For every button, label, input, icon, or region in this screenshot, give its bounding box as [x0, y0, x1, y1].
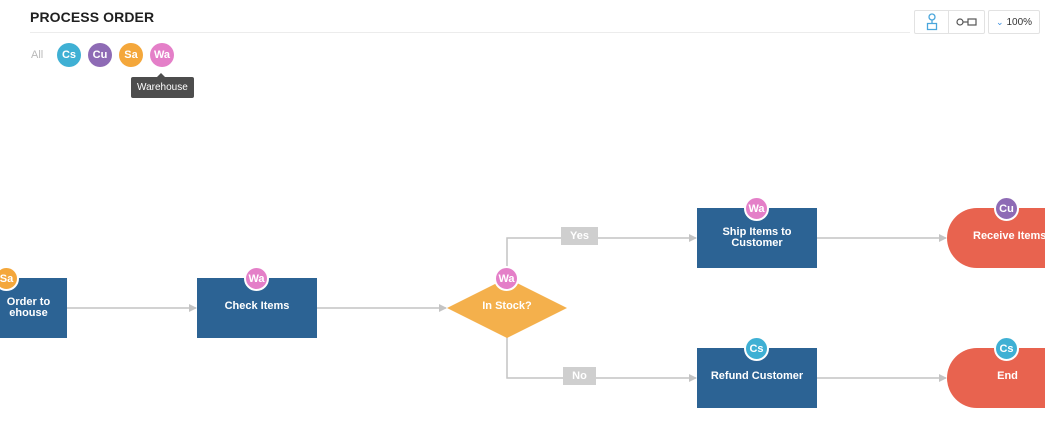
node-end-label: End [997, 369, 1018, 382]
link-view-button[interactable] [948, 11, 984, 33]
node-ship-items-label: Ship Items to Customer [697, 223, 817, 253]
role-badge-wa: Wa [244, 266, 269, 291]
filter-role-cu[interactable]: Cu [88, 43, 112, 67]
node-in-stock-label: In Stock? [482, 299, 532, 312]
node-refund-label: Refund Customer [710, 369, 804, 382]
filter-role-sa[interactable]: Sa [119, 43, 143, 67]
edge-label-yes: Yes [561, 227, 598, 245]
page-title: PROCESS ORDER [30, 9, 155, 25]
lane-view-icon [926, 13, 937, 31]
link-view-icon [955, 18, 977, 26]
node-receive-label: Receive Items [973, 229, 1045, 242]
edge-yes [506, 234, 697, 279]
node-end-shape[interactable] [947, 348, 1045, 408]
node-send-order-line2: ehouse [9, 307, 48, 319]
lane-view-button[interactable] [915, 11, 948, 33]
role-badge-wa: Wa [744, 196, 769, 221]
node-send-order-line1: Order to [6, 296, 51, 308]
role-tooltip: Warehouse [131, 73, 194, 98]
node-ship-items-line2: Customer [731, 237, 783, 249]
filter-role-cs[interactable]: Cs [57, 43, 81, 67]
view-toggle-group [914, 10, 985, 34]
zoom-value: 100% [1006, 16, 1033, 28]
title-divider [30, 32, 910, 33]
role-badge-wa: Wa [494, 266, 519, 291]
role-badge-sa: Sa [0, 266, 19, 291]
edge-label-no: No [563, 367, 596, 385]
filter-all[interactable]: All [31, 49, 44, 61]
role-badge-cu: Cu [994, 196, 1019, 221]
zoom-select[interactable]: ⌄ 100% [988, 10, 1040, 34]
role-badge-cs: Cs [994, 336, 1019, 361]
edge-no [506, 337, 697, 382]
chevron-down-icon: ⌄ [995, 16, 1004, 27]
node-in-stock-shape[interactable] [447, 278, 567, 338]
node-ship-items-line1: Ship Items to [722, 226, 792, 238]
node-check-items-label: Check Items [224, 299, 290, 312]
node-receive-shape[interactable] [947, 208, 1045, 268]
node-send-order-label: Order to ehouse [0, 293, 67, 323]
filter-role-wa[interactable]: Wa [150, 43, 174, 67]
role-badge-cs: Cs [744, 336, 769, 361]
